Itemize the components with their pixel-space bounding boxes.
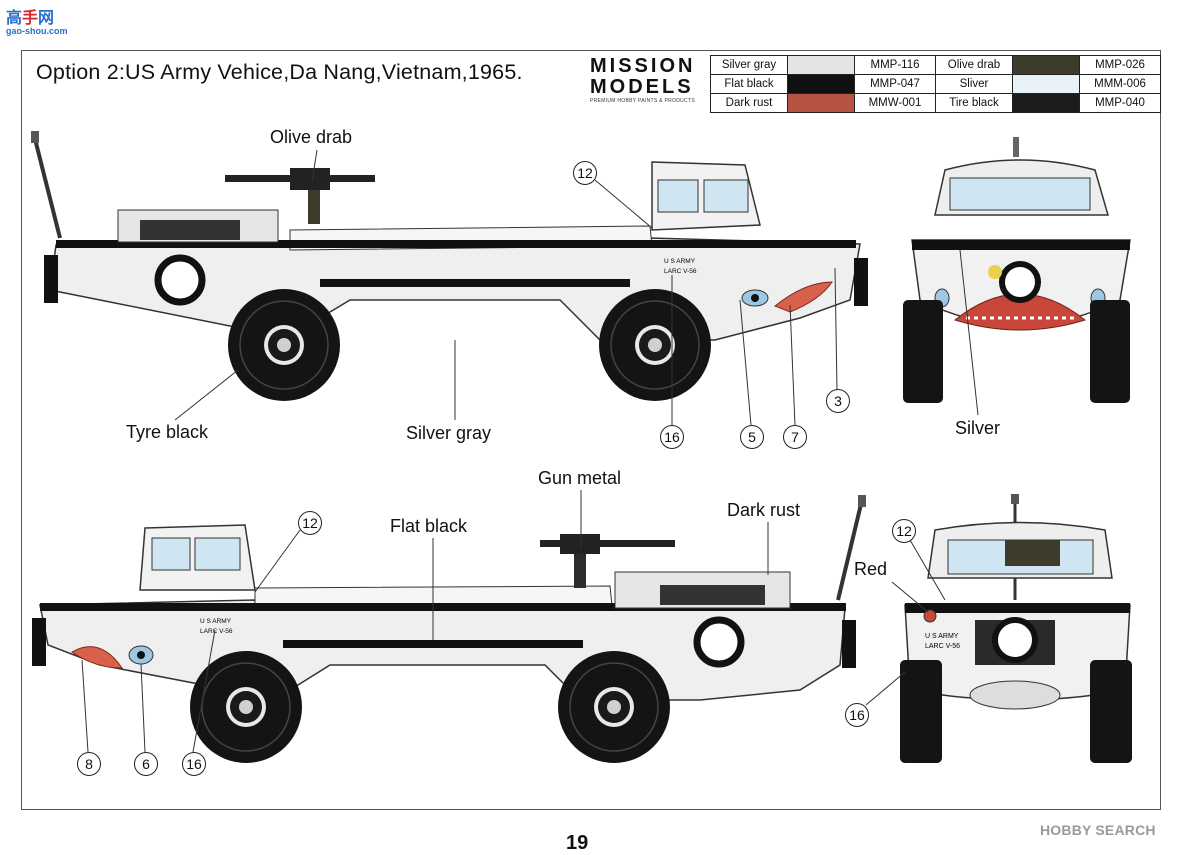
vehicle-left-side-view: U S ARMY LARC V-56 [31,131,868,426]
unit-marking-line2: LARC V-56 [664,268,697,275]
unit-marking-line2-rear: LARC V-56 [925,643,960,650]
paint-swatch [787,74,855,94]
unit-marking-line1-r: U S ARMY [200,618,232,625]
paint-row: Silver gray MMP-116 Olive drab MMP-026 [710,55,1161,75]
watermark-url: gao-shou.com [6,26,68,36]
paint-table: Silver gray MMP-116 Olive drab MMP-026 F… [710,55,1161,113]
paint-row: Dark rust MMW-001 Tire black MMP-040 [710,93,1161,113]
paint-code: MMP-116 [854,55,936,75]
label-silver: Silver [955,418,1001,438]
label-gun-metal: Gun metal [538,468,622,488]
paint-code: MMP-047 [854,74,936,94]
callout-16: 16 [660,425,684,449]
callout-7: 7 [783,425,807,449]
paint-row: Flat black MMP-047 Sliver MMM-006 [710,74,1161,94]
unit-marking-line1: U S ARMY [664,258,696,265]
brand-line2: MODELS [590,76,694,98]
paint-name: Flat black [710,74,788,94]
unit-marking-line1-rear: U S ARMY [925,633,959,640]
brand-tagline: PREMIUM HOBBY PAINTS & PRODUCTS [590,98,695,104]
option-title: Option 2:US Army Vehice,Da Nang,Vietnam,… [36,60,523,84]
label-silver-gray: Silver gray [406,423,492,443]
callout-16-rear-view: 16 [845,703,869,727]
label-olive-drab: Olive drab [270,127,353,147]
watermark-hobby-search: HOBBY SEARCH [1040,822,1156,838]
callout-8: 8 [77,752,101,776]
vehicle-front-view [903,137,1131,416]
paint-swatch [1012,55,1080,75]
callout-12-right-view: 12 [298,511,322,535]
callout-12: 12 [573,161,597,185]
paint-name: Olive drab [935,55,1013,75]
label-tyre-black: Tyre black [126,422,209,442]
callout-3: 3 [826,389,850,413]
callout-6: 6 [134,752,158,776]
paint-swatch [1012,93,1080,113]
unit-marking-line2-r: LARC V-56 [200,628,233,635]
callout-16-right-view: 16 [182,752,206,776]
callout-12-rear-view: 12 [892,519,916,543]
paint-code: MMP-040 [1079,93,1161,113]
paint-swatch [1012,74,1080,94]
label-flat-black: Flat black [390,516,468,536]
label-dark-rust: Dark rust [727,500,801,520]
instruction-frame [21,50,1161,810]
brand-line1: MISSION [590,55,696,77]
paint-code: MMW-001 [854,93,936,113]
watermark-logo: 高手网 [6,10,55,27]
vehicle-rear-view: U S ARMY LARC V-56 [865,494,1132,763]
paint-name: Tire black [935,93,1013,113]
label-red: Red [854,559,888,579]
paint-swatch [787,93,855,113]
callout-5: 5 [740,425,764,449]
page-number: 19 [566,832,589,854]
vehicle-right-side-view: U S ARMY LARC V-56 [32,490,866,764]
paint-code: MMP-026 [1079,55,1161,75]
paint-name: Dark rust [710,93,788,113]
